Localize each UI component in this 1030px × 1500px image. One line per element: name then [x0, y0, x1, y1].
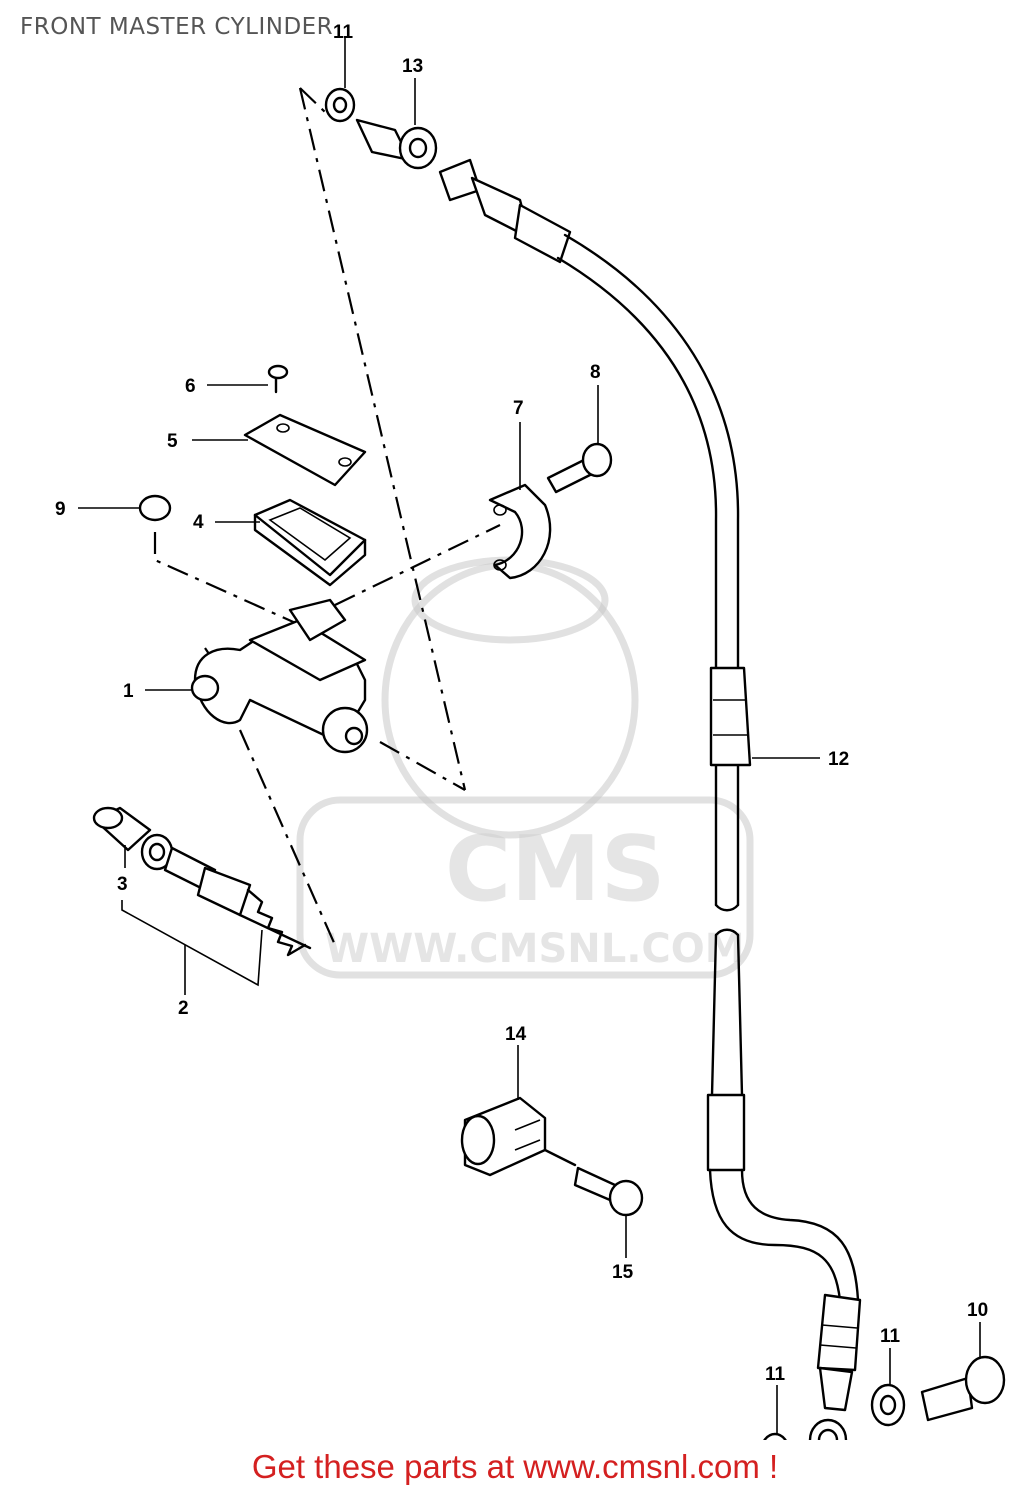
- part-piston-set: [92, 806, 312, 957]
- part-clamp-bolt: [543, 1148, 644, 1217]
- part-holder-clamp: [488, 483, 552, 580]
- callout-12: 12: [828, 749, 849, 770]
- callout-11-left: 11: [765, 1364, 786, 1385]
- callout-3: 3: [117, 874, 128, 895]
- part-banjo-bolt-top: [324, 87, 438, 170]
- callout-14: 14: [505, 1024, 527, 1045]
- part-cap-screw: [267, 364, 289, 394]
- watermark: CMS WWW.CMSNL.COM: [296, 556, 754, 979]
- callout-4: 4: [193, 512, 204, 533]
- callout-10: 10: [967, 1300, 988, 1321]
- watermark-brand: CMS: [445, 817, 665, 922]
- callout-1: 1: [123, 681, 134, 702]
- callout-7: 7: [513, 398, 524, 419]
- footer-link-text[interactable]: Get these parts at www.cmsnl.com !: [251, 1448, 779, 1485]
- callout-9: 9: [55, 499, 66, 520]
- callout-5: 5: [167, 431, 178, 452]
- watermark-url: WWW.CMSNL.COM: [325, 926, 745, 972]
- callout-13: 13: [402, 56, 423, 77]
- callout-labels: 11 13 6 5 9 4 7 8 1 12 3 2 14 15 10 11 1…: [55, 22, 988, 1385]
- diagram-title: FRONT MASTER CYLINDER: [20, 14, 334, 40]
- callout-15: 15: [612, 1262, 634, 1283]
- part-washer-right: [870, 1383, 906, 1427]
- part-union-bolt: [920, 1355, 1006, 1422]
- part-holder-bolt: [546, 442, 613, 494]
- part-master-cylinder: [190, 598, 369, 754]
- leader-lines: [78, 38, 981, 1434]
- part-reservoir-cap: [243, 413, 367, 487]
- callout-8: 8: [590, 362, 601, 383]
- part-washer-left: [763, 1432, 787, 1440]
- callout-11-right: 11: [880, 1326, 901, 1347]
- part-brake-hose: [438, 158, 862, 1440]
- callout-6: 6: [185, 376, 196, 397]
- part-diaphragm: [253, 498, 367, 587]
- callout-2: 2: [178, 998, 189, 1019]
- part-boot: [138, 494, 172, 522]
- part-hose-clamp: [460, 1096, 547, 1177]
- callout-11-top: 11: [333, 22, 354, 43]
- parts-diagram: CMS WWW.CMSNL.COM: [55, 22, 1006, 1440]
